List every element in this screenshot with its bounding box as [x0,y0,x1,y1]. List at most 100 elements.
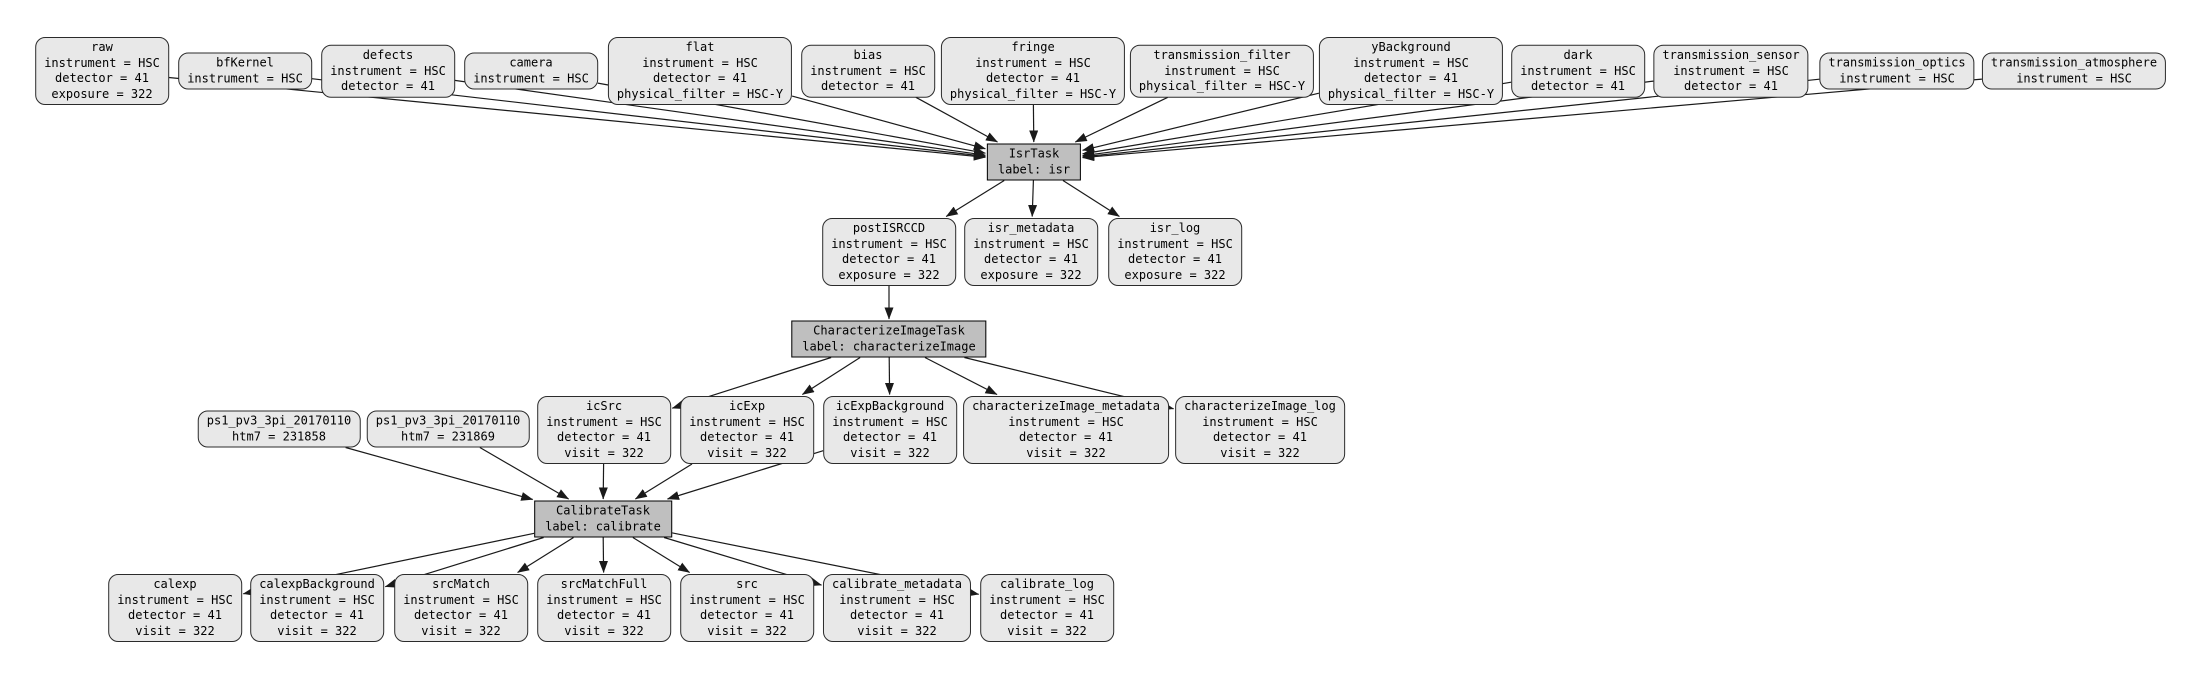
edge-characterizeImage_task-to-icExp [801,356,861,396]
node-title: transmission_sensor [1662,47,1800,62]
edge-calibrate_task-to-src [632,536,691,574]
node-title: calibrate_log [1000,577,1094,591]
node-title: transmission_optics [1828,55,1966,70]
node-attr: visit = 322 [421,623,501,638]
node-attr: htm7 = 231869 [401,429,495,443]
node-attr: visit = 322 [1007,623,1087,638]
node-attr: instrument = HSC [117,592,233,607]
node-title: icExpBackground [835,399,945,413]
node-attr: physical_filter = HSC-Y [1138,78,1306,93]
edge-ps1_b-to-calibrate_task [479,446,570,500]
node-title: ps1_pv3_3pi_20170110 [206,413,352,428]
node-attr: instrument = HSC [403,592,519,607]
node-attr: detector = 41 [55,71,149,85]
node-title: transmission_filter [1153,47,1291,62]
node-attr: physical_filter = HSC-Y [949,86,1117,101]
node-attr: exposure = 322 [838,267,940,282]
node-attr: detector = 41 [1684,78,1778,93]
node-title: srcMatch [432,577,490,591]
node-attr: instrument = HSC [975,55,1091,70]
node-attr: detector = 41 [653,71,747,85]
node-attr: detector = 41 [557,430,651,444]
node-attr: visit = 322 [850,445,930,460]
node-title: bfKernel [216,55,274,70]
node-attr: instrument = HSC [832,414,948,429]
edge-yBackground-to-isr_task [1082,92,1320,152]
edge-defects-to-isr_task [454,79,986,159]
node-attr: detector = 41 [700,430,794,444]
node-attr: detector = 41 [270,608,364,622]
node-attr: visit = 322 [1026,445,1106,460]
node-title: postISRCCD [852,221,926,235]
node-attr: instrument = HSC [1202,414,1318,429]
edge-bias-to-isr_task [915,96,998,143]
node-attr: instrument = HSC [642,55,758,70]
node-attr: instrument = HSC [1008,414,1124,429]
edge-ps1_a-to-calibrate_task [345,446,534,501]
node-attr: visit = 322 [857,623,937,638]
node-attr: htm7 = 231858 [232,429,326,443]
node-attr: detector = 41 [1531,78,1625,93]
node-attr: instrument = HSC [330,63,446,78]
node-title: camera [509,55,553,70]
node-attr: instrument = HSC [1164,63,1280,78]
node-title: IsrTask [1008,146,1060,161]
node-title: calexpBackground [259,577,375,591]
node-attr: instrument = HSC [546,414,662,429]
node-title: icSrc [585,399,623,413]
node-attr: exposure = 322 [51,86,153,101]
node-title: fringe [1011,40,1055,54]
node-title: ps1_pv3_3pi_20170110 [375,413,521,428]
edge-transmission_atmosphere-to-isr_task [1082,78,1982,162]
node-attr: instrument = HSC [973,236,1089,251]
node-attr: detector = 41 [842,252,936,266]
node-title: raw [91,40,113,54]
node-attr: instrument = HSC [44,55,160,70]
node-title: srcMatchFull [560,577,648,591]
node-title: dark [1563,47,1593,62]
node-title: defects [362,47,414,62]
node-title: icExp [728,399,766,413]
node-attr: detector = 41 [128,608,222,622]
node-attr: detector = 41 [341,78,435,93]
node-attr: detector = 41 [850,608,944,622]
node-attr: label: calibrate [545,519,661,533]
node-attr: visit = 322 [1220,445,1300,460]
node-attr: visit = 322 [135,623,215,638]
node-attr: detector = 41 [1364,71,1458,85]
node-attr: detector = 41 [986,71,1080,85]
edge-isr_task-to-postISRCCD [945,179,1005,218]
node-attr: detector = 41 [1128,252,1222,266]
node-attr: instrument = HSC [1353,55,1469,70]
node-attr: visit = 322 [564,445,644,460]
edge-calibrate_task-to-srcMatch [517,536,574,574]
node-attr: visit = 322 [277,623,357,638]
node-title: isr_metadata [987,221,1075,235]
node-title: bias [853,47,883,62]
node-title: isr_log [1149,221,1201,235]
